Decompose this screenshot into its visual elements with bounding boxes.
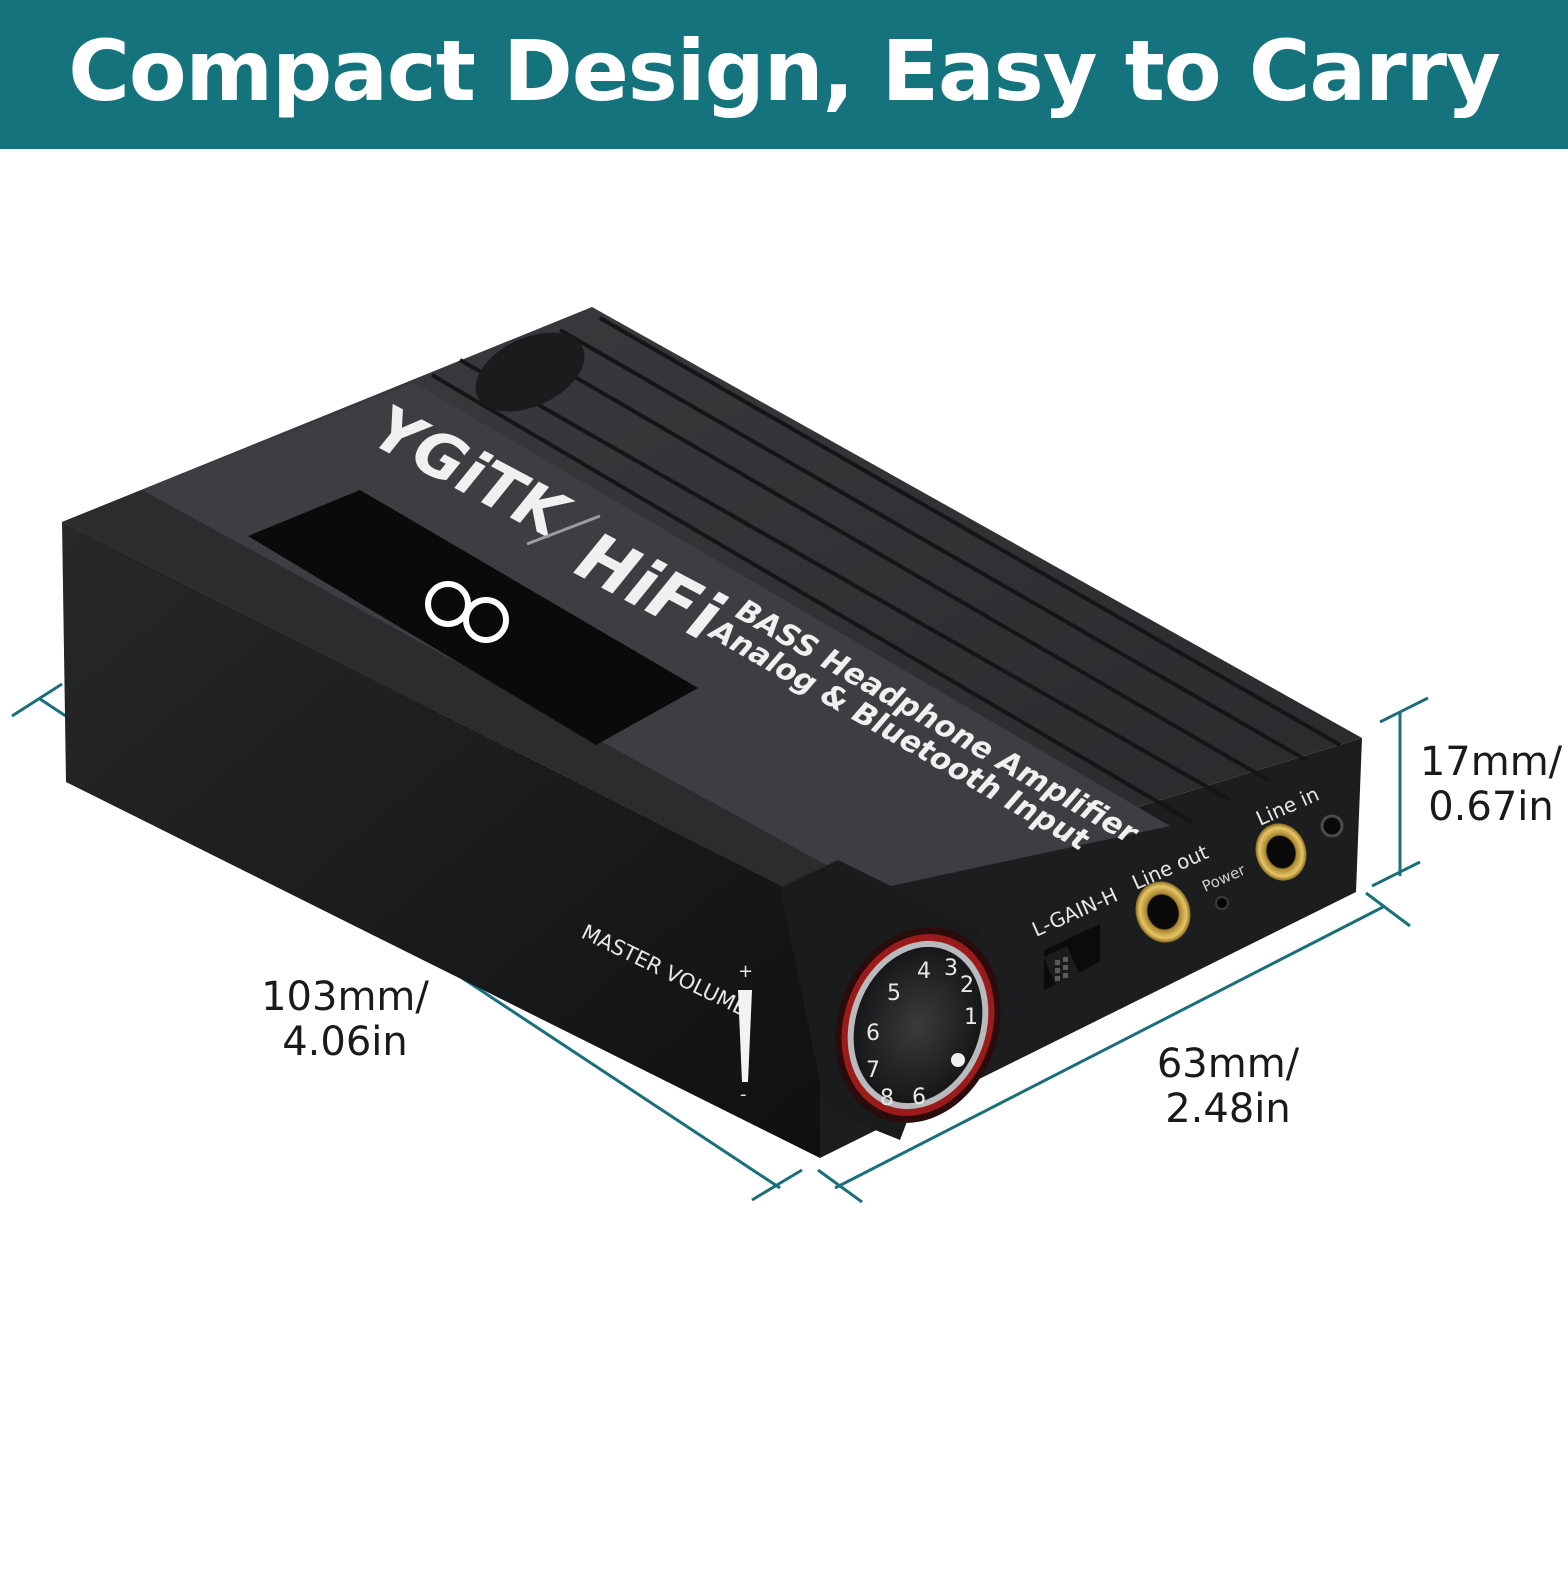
dial-number: 3: [944, 956, 958, 981]
length-in: 4.06in: [282, 1019, 408, 1065]
side-rail: [62, 490, 872, 905]
height-dimension-label: 17mm/ 0.67in: [1414, 740, 1568, 830]
dial-numbers: 1 2 3 4 5 6 7 8 6: [866, 956, 978, 1111]
line-in-jack-icon[interactable]: [1248, 816, 1315, 888]
page-title: Compact Design, Easy to Carry: [68, 21, 1501, 120]
dial-number: 7: [866, 1058, 880, 1083]
volume-plus: +: [738, 961, 753, 982]
length-dimension-label: 103mm/ 4.06in: [250, 975, 440, 1065]
height-tick-top: [1379, 696, 1429, 724]
volume-minus: -: [740, 1084, 747, 1105]
aux-jack-icon[interactable]: [1320, 814, 1344, 838]
width-tick-start: [817, 1168, 863, 1204]
height-in: 0.67in: [1428, 784, 1554, 830]
width-in: 2.48in: [1165, 1086, 1291, 1132]
width-tick-end: [1365, 891, 1411, 928]
gain-switch-icon[interactable]: [1043, 924, 1100, 992]
height-mm: 17mm/: [1419, 739, 1563, 785]
length-mm: 103mm/: [261, 974, 429, 1020]
dial-number: 1: [964, 1005, 978, 1030]
dial-number: 6: [866, 1021, 880, 1046]
width-mm: 63mm/: [1156, 1041, 1300, 1087]
volume-knob-icon[interactable]: [809, 904, 1028, 1147]
rear-cylinder: [475, 332, 585, 412]
line-out-jack-icon[interactable]: [1127, 874, 1199, 951]
width-dimension-label: 63mm/ 2.48in: [1138, 1042, 1318, 1132]
device-left-side: [62, 522, 820, 1158]
bluetooth-logo-icon: [425, 581, 509, 643]
dial-number: 8: [880, 1086, 894, 1111]
knob-indicator-dot: [951, 1053, 965, 1067]
width-dimension-line: [834, 904, 1386, 1190]
dial-number: 4: [917, 959, 931, 984]
length-tick-end: [751, 1168, 803, 1202]
dial-number: 5: [887, 981, 901, 1006]
length-tick-start: [11, 682, 63, 718]
product-illustration: YGiTK HiFi BASS Headphone Amplifier Anal…: [11, 307, 1429, 1204]
title-banner: Compact Design, Easy to Carry: [0, 0, 1568, 149]
volume-scale-bar: [738, 990, 752, 1082]
top-panel-inset: [142, 383, 1170, 890]
dial-number: 2: [960, 973, 974, 998]
heatsink-ribs: [430, 316, 1341, 824]
height-tick-bottom: [1371, 860, 1421, 888]
brand-divider: [526, 514, 601, 546]
power-led-icon: [1215, 896, 1229, 910]
product-stage: YGiTK HiFi BASS Headphone Amplifier Anal…: [0, 149, 1568, 1568]
dial-number: 6: [912, 1085, 926, 1110]
bluetooth-window: [248, 490, 698, 745]
amplifier-device: YGiTK HiFi BASS Headphone Amplifier Anal…: [62, 307, 1362, 1158]
